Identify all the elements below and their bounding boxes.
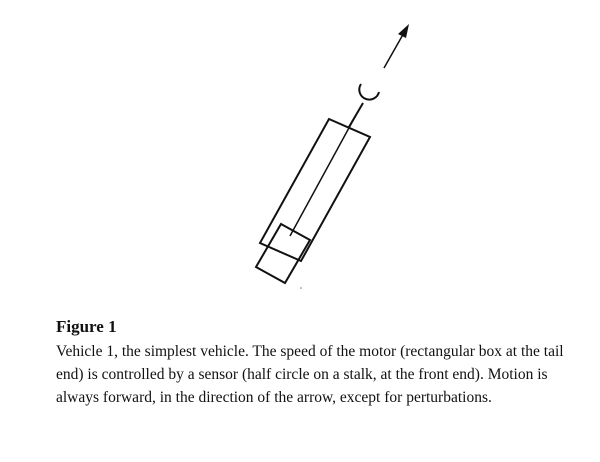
sensor-half-circle bbox=[358, 83, 380, 101]
figure-caption-text: Vehicle 1, the simplest vehicle. The spe… bbox=[56, 343, 564, 406]
figure-caption-block: Figure 1 Vehicle 1, the simplest vehicle… bbox=[56, 316, 576, 409]
sensor-stalk bbox=[348, 102, 364, 128]
connector-wire bbox=[289, 114, 357, 237]
direction-arrow-head bbox=[398, 24, 409, 38]
stray-dot bbox=[300, 287, 302, 289]
motor-box bbox=[254, 222, 312, 285]
figure-label: Figure 1 bbox=[56, 317, 117, 336]
vehicle-body bbox=[258, 117, 372, 263]
direction-arrow-shaft bbox=[383, 30, 406, 69]
vehicle-diagram bbox=[254, 24, 409, 289]
